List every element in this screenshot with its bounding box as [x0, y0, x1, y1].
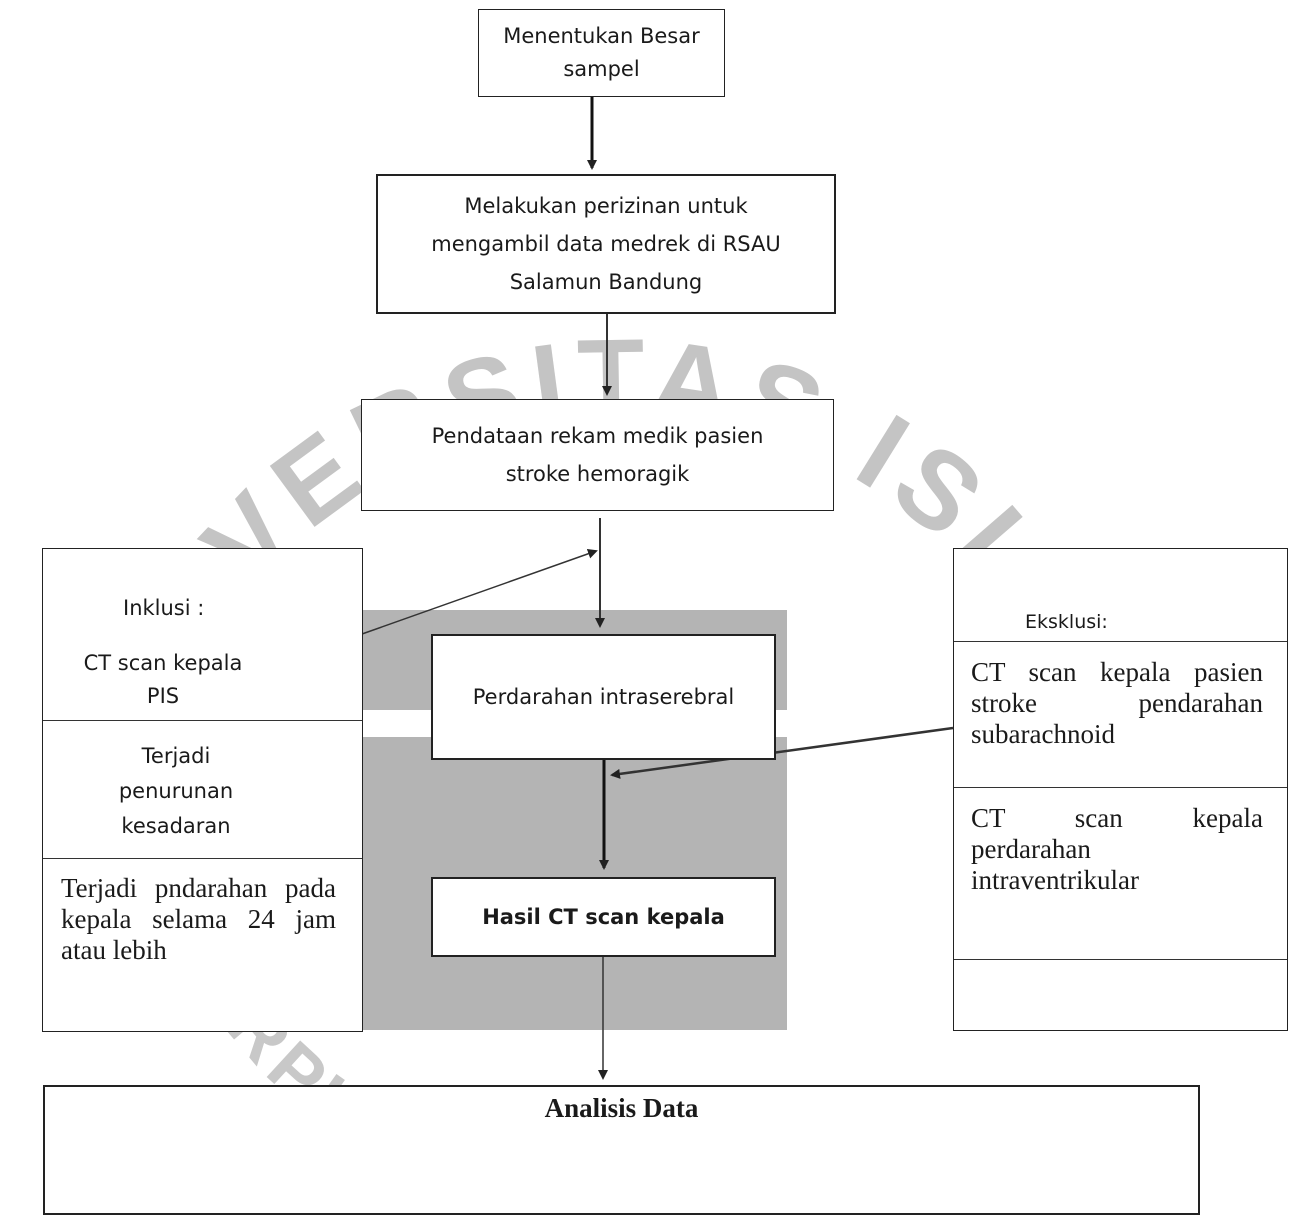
permit-line3: Salamun Bandung [509, 270, 703, 294]
sample-size-line2: sampel [563, 57, 640, 81]
exclusion-divider-2 [954, 787, 1287, 788]
permit-box: Melakukan perizinan untuk mengambil data… [376, 174, 836, 314]
exclusion-divider-3 [954, 959, 1287, 960]
exclusion-item2: CT scan kepala perdarahan intraventrikul… [971, 803, 1263, 895]
inclusion-panel: Inklusi : CT scan kepala PIS Terjadi pen… [42, 548, 363, 1032]
sample-size-line1: Menentukan Besar [503, 24, 700, 48]
arrow-exclusion-to-flow [610, 726, 954, 779]
exclusion-divider-1 [954, 641, 1287, 642]
sample-size-box: Menentukan Besar sampel [478, 9, 725, 97]
ich-label: Perdarahan intraserebral [472, 684, 735, 709]
exclusion-title: Eksklusi: [1025, 611, 1108, 633]
exclusion-panel: Eksklusi: CT scan kepala pasien stroke p… [953, 548, 1288, 1031]
inclusion-item2-line3: kesadaran [121, 814, 231, 838]
inclusion-divider-1 [43, 720, 362, 721]
records-line1: Pendataan rekam medik pasien [431, 424, 764, 448]
permit-line1: Melakukan perizinan untuk [464, 194, 748, 218]
ct-result-label: Hasil CT scan kepala [482, 904, 725, 929]
inclusion-item1-line2: PIS [146, 684, 180, 708]
inclusion-item1: CT scan kepala PIS [43, 647, 283, 713]
inclusion-item2: Terjadi penurunan kesadaran [43, 739, 309, 844]
inclusion-item1-line1: CT scan kepala [83, 651, 243, 675]
inclusion-item3: Terjadi pndarahan pada kepala selama 24 … [61, 873, 336, 965]
ct-result-box: Hasil CT scan kepala [431, 877, 776, 957]
ich-box: Perdarahan intraserebral [431, 634, 776, 760]
inclusion-title: Inklusi : [123, 596, 205, 620]
records-line2: stroke hemoragik [505, 462, 690, 486]
permit-line2: mengambil data medrek di RSAU [431, 232, 781, 256]
inclusion-divider-2 [43, 858, 362, 859]
arrow-inclusion-to-flow [361, 548, 598, 635]
records-box: Pendataan rekam medik pasien stroke hemo… [361, 399, 834, 511]
analysis-box: Analisis Data [43, 1085, 1200, 1215]
analysis-label: Analisis Data [544, 1093, 699, 1123]
exclusion-item1: CT scan kepala pasien stroke pendarahan … [971, 657, 1263, 749]
inclusion-item2-line2: penurunan [118, 779, 234, 803]
inclusion-item2-line1: Terjadi [141, 744, 211, 768]
